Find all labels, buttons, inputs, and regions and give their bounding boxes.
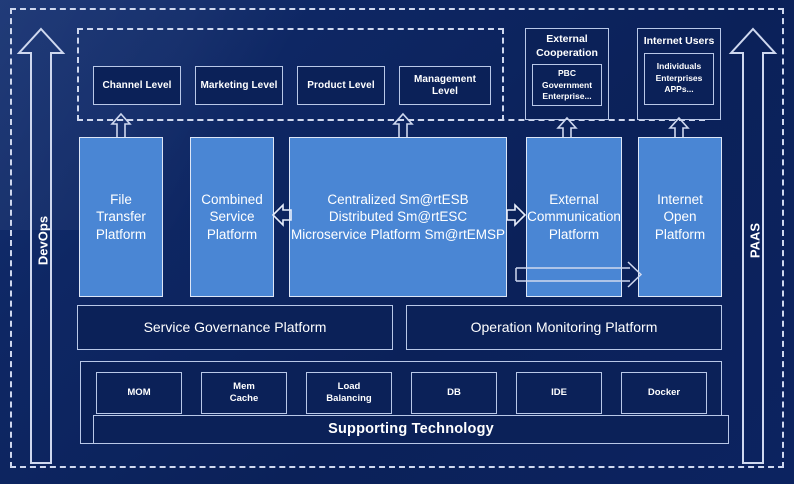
supporting-item-load-balancing[interactable]: Load Balancing bbox=[306, 372, 392, 414]
operation-monitoring-platform-label: Operation Monitoring Platform bbox=[470, 319, 658, 336]
supporting-item-mem-cache-line1: Mem bbox=[233, 381, 255, 393]
supporting-item-load-balancing-line2: Balancing bbox=[326, 393, 372, 404]
internet-users-box[interactable]: Internet Users Individuals Enterprises A… bbox=[637, 28, 721, 120]
supporting-item-mem-cache[interactable]: Mem Cache bbox=[201, 372, 287, 414]
supporting-item-docker-line1: Docker bbox=[647, 387, 681, 399]
external-cooperation-detail-line2: Enterprise... bbox=[542, 91, 592, 102]
business-level-product-label: Product Level bbox=[307, 79, 375, 91]
platform-internet-open-line1: Internet bbox=[657, 191, 703, 207]
service-governance-platform[interactable]: Service Governance Platform bbox=[77, 305, 393, 350]
platform-file-transfer[interactable]: File Transfer Platform bbox=[79, 137, 163, 297]
external-cooperation-detail-line1: PBC Government bbox=[541, 68, 593, 90]
platform-combined-service[interactable]: Combined Service Platform bbox=[190, 137, 274, 297]
supporting-technology-band-label: Supporting Technology bbox=[328, 420, 494, 437]
platform-combined-service-line2: Service bbox=[209, 209, 255, 225]
internet-users-title-line1: Internet Users bbox=[643, 35, 715, 47]
platform-file-transfer-line1: File bbox=[110, 191, 132, 207]
platform-internet-open[interactable]: Internet Open Platform bbox=[638, 137, 722, 297]
supporting-item-ide-line1: IDE bbox=[551, 387, 567, 399]
platform-combined-service-line3: Platform bbox=[206, 226, 258, 242]
supporting-item-mom-line1: MOM bbox=[127, 387, 151, 399]
external-cooperation-title-line1: External bbox=[546, 33, 588, 45]
platform-integration[interactable]: Centralized Sm@rtESB Distributed Sm@rtES… bbox=[289, 137, 507, 297]
supporting-item-ide[interactable]: IDE bbox=[516, 372, 602, 414]
supporting-item-db-line1: DB bbox=[447, 387, 461, 399]
external-cooperation-detail: PBC Government Enterprise... bbox=[532, 64, 602, 107]
platform-integration-line2: Distributed Sm@rtESC bbox=[328, 209, 468, 225]
platform-combined-service-line1: Combined bbox=[201, 191, 263, 207]
internet-users-detail-line1: Individuals bbox=[656, 61, 702, 72]
supporting-item-mom[interactable]: MOM bbox=[96, 372, 182, 414]
internet-users-detail: Individuals Enterprises APPs... bbox=[644, 52, 714, 105]
business-level-marketing-label: Marketing Level bbox=[200, 79, 278, 91]
operation-monitoring-platform[interactable]: Operation Monitoring Platform bbox=[406, 305, 722, 350]
service-governance-platform-label: Service Governance Platform bbox=[143, 319, 327, 336]
business-tier-divider bbox=[77, 119, 705, 121]
business-level-product[interactable]: Product Level bbox=[297, 66, 385, 105]
internet-users-title: Internet Users bbox=[644, 33, 715, 49]
business-level-management[interactable]: Management Level bbox=[399, 66, 491, 105]
business-level-marketing[interactable]: Marketing Level bbox=[195, 66, 283, 105]
platform-file-transfer-line3: Platform bbox=[95, 226, 147, 242]
external-cooperation-box[interactable]: External Cooperation PBC Government Ente… bbox=[525, 28, 609, 120]
business-level-management-label: Management Level bbox=[413, 73, 477, 97]
external-cooperation-title-line2: Cooperation bbox=[536, 46, 598, 59]
platform-integration-line1: Centralized Sm@rtESB bbox=[327, 191, 469, 207]
supporting-item-load-balancing-line1: Load bbox=[337, 381, 361, 393]
business-level-channel[interactable]: Channel Level bbox=[93, 66, 181, 105]
platform-external-communication-line2: Communication bbox=[527, 209, 621, 225]
paas-label: PAAS bbox=[747, 222, 763, 259]
platform-internet-open-line2: Open bbox=[663, 209, 697, 225]
platform-integration-line3: Microservice Platform Sm@rtEMSP bbox=[291, 226, 505, 242]
supporting-item-mem-cache-line2: Cache bbox=[229, 393, 259, 404]
platform-external-communication-line3: Platform bbox=[548, 226, 600, 242]
outer-boundary bbox=[10, 8, 784, 468]
external-cooperation-title: External Cooperation bbox=[536, 33, 598, 60]
business-level-channel-label: Channel Level bbox=[102, 79, 172, 91]
devops-label: DevOps bbox=[35, 215, 51, 266]
platform-external-communication-line1: External bbox=[549, 191, 599, 207]
internet-users-detail-line3: APPs... bbox=[664, 84, 694, 95]
supporting-technology-band[interactable]: Supporting Technology bbox=[93, 415, 729, 444]
supporting-item-docker[interactable]: Docker bbox=[621, 372, 707, 414]
platform-external-communication[interactable]: External Communication Platform bbox=[526, 137, 622, 297]
platform-internet-open-line3: Platform bbox=[654, 226, 706, 242]
platform-file-transfer-line2: Transfer bbox=[96, 209, 146, 225]
supporting-item-db[interactable]: DB bbox=[411, 372, 497, 414]
internet-users-detail-line2: Enterprises bbox=[655, 72, 703, 83]
